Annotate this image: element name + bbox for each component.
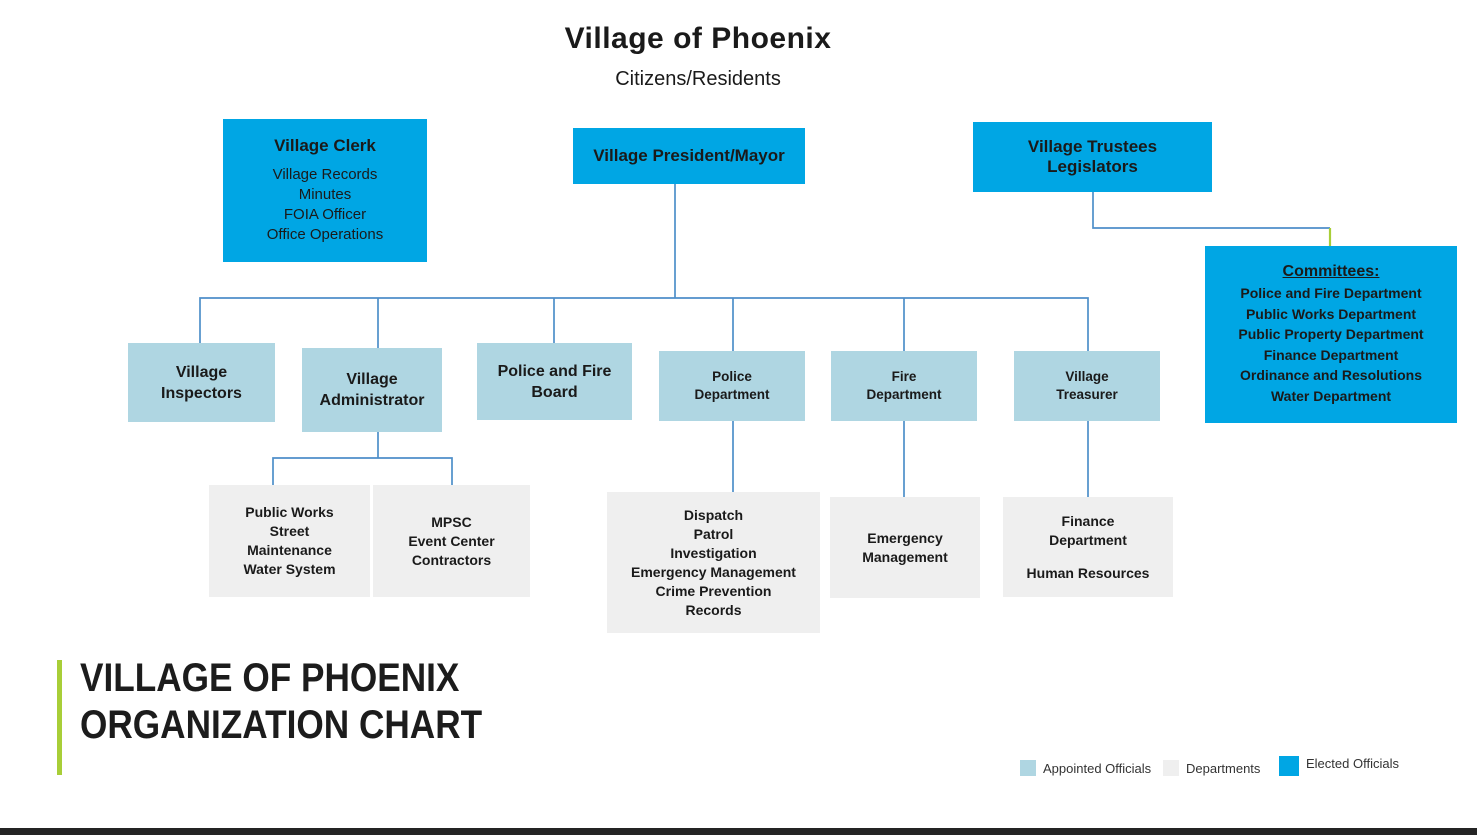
node-emergency-management: Emergency Management xyxy=(830,497,980,598)
node-village-administrator: Village Administrator xyxy=(302,348,442,432)
node-public-works: Public Works Street Maintenance Water Sy… xyxy=(209,485,370,597)
police-division-item: Dispatch xyxy=(683,506,744,523)
committee-item: Public Works Department xyxy=(1245,305,1417,322)
police-division-item: Crime Prevention xyxy=(655,582,772,599)
node-police-fire-board-title: Police and Fire Board xyxy=(497,362,612,401)
node-police-department-title: Police Department xyxy=(694,369,770,402)
committee-item: Ordinance and Resolutions xyxy=(1239,367,1423,383)
legend-appointed-label: Appointed Officials xyxy=(1043,760,1152,776)
node-village-clerk: Village Clerk Village Records Minutes FO… xyxy=(223,119,427,262)
node-mpsc: MPSC Event Center Contractors xyxy=(373,485,530,597)
node-fire-department-title: Fire Department xyxy=(866,369,942,402)
clerk-duty: FOIA Officer xyxy=(283,206,367,223)
footer-title-line1: VILLAGE OF PHOENIX xyxy=(80,656,460,700)
public-works-item: Maintenance xyxy=(247,542,332,558)
police-division-item: Emergency Management xyxy=(631,563,796,580)
police-division-item: Patrol xyxy=(693,525,734,542)
treasurer-dept-item: Human Resources xyxy=(1026,564,1150,581)
clerk-duty: Village Records xyxy=(272,166,378,183)
node-police-fire-board: Police and Fire Board xyxy=(477,343,632,420)
footer-title-line2: ORGANIZATION CHART xyxy=(80,703,483,747)
bottom-rule xyxy=(0,828,1477,835)
node-village-clerk-title: Village Clerk xyxy=(274,136,376,155)
public-works-item: Public Works xyxy=(245,504,334,520)
page-title: Village of Phoenix xyxy=(564,22,832,55)
legend-item-appointed: Appointed Officials xyxy=(1020,760,1151,776)
node-village-treasurer: Village Treasurer xyxy=(1014,351,1160,421)
committee-item: Police and Fire Department xyxy=(1240,285,1422,301)
departments-swatch-icon xyxy=(1163,760,1179,776)
committee-item: Water Department xyxy=(1270,387,1392,404)
clerk-duty: Minutes xyxy=(298,186,352,203)
node-village-president-title: Village President/Mayor xyxy=(593,146,785,165)
node-village-president: Village President/Mayor xyxy=(573,128,805,184)
node-village-inspectors-title: Village Inspectors xyxy=(161,363,242,402)
police-division-item: Records xyxy=(685,601,742,618)
node-village-trustees-line2: Legislators xyxy=(1047,157,1138,176)
node-emergency-management-title: Emergency Management xyxy=(862,529,948,565)
page-subtitle: Citizens/Residents xyxy=(615,68,781,90)
mpsc-item: Contractors xyxy=(411,551,492,568)
node-village-inspectors: Village Inspectors xyxy=(128,343,275,422)
chart-header: Village of Phoenix Citizens/Residents xyxy=(398,22,998,91)
appointed-swatch-icon xyxy=(1020,760,1036,776)
node-village-trustees: Village Trustees Legislators xyxy=(973,122,1212,192)
legend-item-departments: Departments xyxy=(1163,760,1260,776)
legend: Appointed Officials Departments Elected … xyxy=(1016,752,1436,786)
legend-elected-label: Elected Officials xyxy=(1306,756,1399,771)
mpsc-item: MPSC xyxy=(431,513,472,530)
mpsc-item: Event Center xyxy=(408,532,495,549)
node-police-department: Police Department xyxy=(659,351,805,421)
treasurer-dept-item: Finance Department xyxy=(1049,512,1127,548)
node-committees: Committees: Police and Fire Department P… xyxy=(1205,246,1457,423)
footer-accent-bar xyxy=(57,660,62,775)
police-division-item: Investigation xyxy=(670,544,757,561)
clerk-duty: Office Operations xyxy=(266,226,384,243)
node-fire-department: Fire Department xyxy=(831,351,977,421)
committee-item: Public Property Department xyxy=(1238,326,1424,342)
elected-swatch-icon xyxy=(1279,756,1299,776)
node-committees-title: Committees: xyxy=(1282,263,1380,280)
node-village-trustees-line1: Village Trustees xyxy=(1027,137,1158,156)
node-police-divisions: Dispatch Patrol Investigation Emergency … xyxy=(607,492,820,633)
legend-item-elected: Elected Officials xyxy=(1279,756,1399,776)
legend-departments-label: Departments xyxy=(1186,760,1261,776)
committee-item: Finance Department xyxy=(1263,346,1399,363)
public-works-item: Street xyxy=(269,523,310,539)
node-village-treasurer-title: Village Treasurer xyxy=(1056,369,1118,402)
public-works-item: Water System xyxy=(243,561,336,577)
footer-title: VILLAGE OF PHOENIX ORGANIZATION CHART xyxy=(80,655,482,749)
node-treasurer-departments: Finance Department Human Resources xyxy=(1003,497,1173,597)
node-village-administrator-title: Village Administrator xyxy=(319,371,425,409)
